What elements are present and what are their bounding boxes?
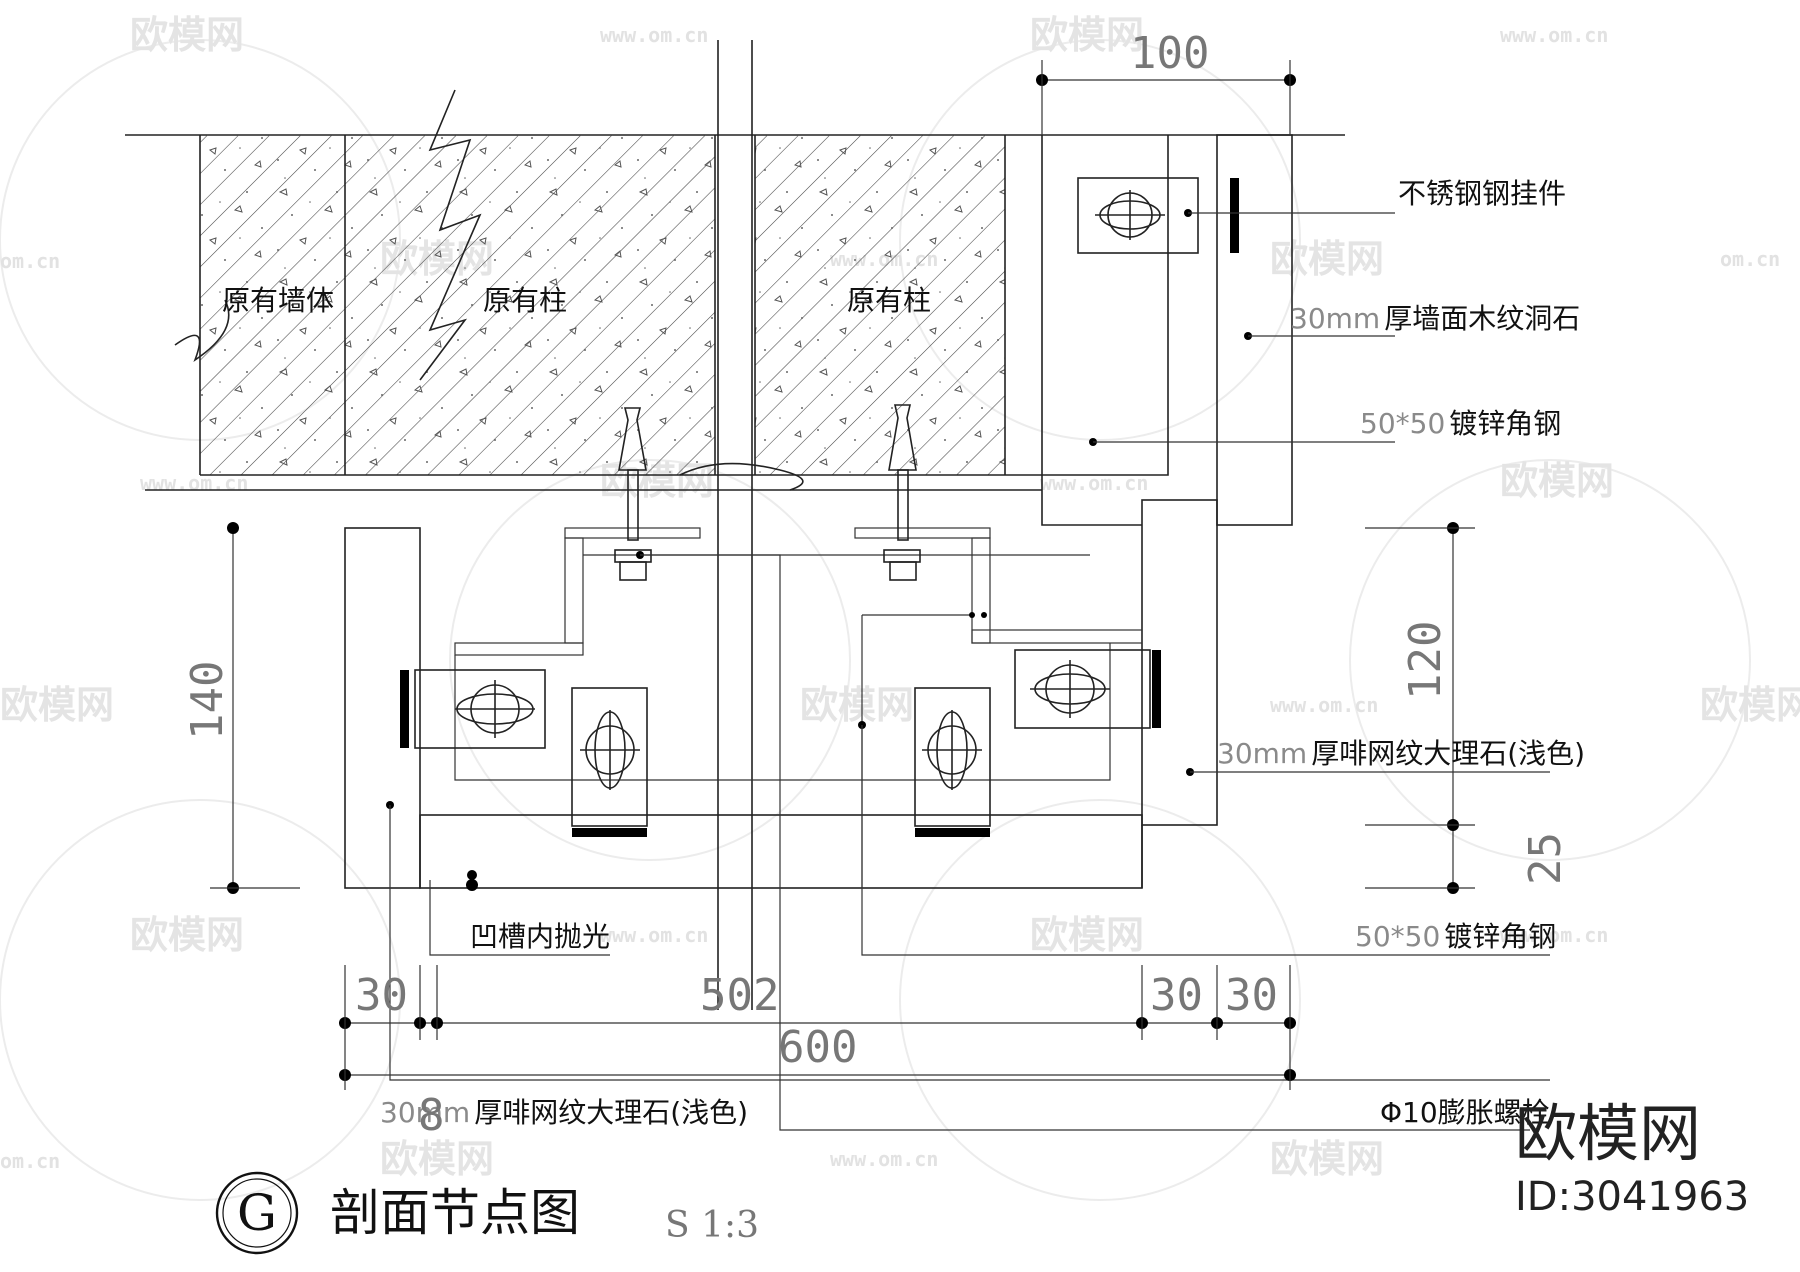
watermark-brand: 欧模网 (1270, 1137, 1384, 1181)
detail-marker-letter: G (237, 1184, 277, 1242)
break-line-top (419, 89, 482, 381)
hanger-top-right (1077, 177, 1239, 254)
label-groove: 凹槽内抛光 (470, 920, 610, 953)
marble-cladding (344, 527, 1143, 889)
watermark-url: www.om.cn (1270, 693, 1378, 717)
angle-frame-line (1041, 135, 1142, 526)
watermark-url: www.om.cn (830, 1147, 938, 1171)
label-bolt: Φ10膨胀螺栓 (1380, 1096, 1550, 1129)
angle-steel-frame (419, 527, 1143, 888)
watermark-brand: 欧模网 (800, 683, 914, 727)
dim-top-width: 100 (1130, 28, 1209, 79)
label-existing-wall: 原有墙体 (222, 284, 334, 317)
watermark-url-fragment: om.cn (0, 1149, 60, 1173)
dim-right-upper: 120 (1400, 621, 1451, 700)
dim-overall: 600 (778, 1022, 857, 1073)
label-wall-stone-mm: 30mm (1290, 302, 1380, 335)
hanger-center-right (914, 687, 991, 837)
watermark-brand: 欧模网 (1700, 683, 1800, 727)
drawing-scale: S 1:3 (665, 1205, 759, 1246)
watermark-brand: 欧模网 (1270, 237, 1384, 281)
label-wall-stone-text: 厚墙面木纹洞石 (1384, 302, 1580, 335)
label-stainless-hanger: 不锈钢钢挂件 (1398, 177, 1566, 210)
dim-bottom-right-1: 30 (1150, 970, 1203, 1021)
watermark-brand: 欧模网 (0, 683, 114, 727)
watermark-brand: 欧模网 (1030, 913, 1144, 957)
label-angle-steel-bottom-size: 50*50 (1355, 920, 1440, 953)
existing-column-right-concrete (755, 135, 1005, 475)
logo-brand: 欧模网 (1515, 1097, 1701, 1170)
logo-id: ID:3041963 (1515, 1174, 1749, 1220)
existing-wall-left-concrete (200, 135, 715, 475)
bolt-right (883, 404, 921, 581)
watermark-brand: 欧模网 (130, 13, 244, 57)
label-marble-right-mm: 30mm (1217, 737, 1307, 770)
break-line-left (174, 299, 230, 363)
dim-right-lower: 25 (1520, 832, 1571, 885)
existing-structure (125, 40, 1345, 1010)
watermark-url: www.om.cn (600, 923, 708, 947)
dimension-lines (210, 60, 1475, 1090)
angle-frame-line (1042, 135, 1169, 476)
expansion-bolts (614, 404, 921, 581)
watermark-brand: 欧模网 (380, 1137, 494, 1181)
label-marble-bottom-mm: 30mm (380, 1096, 470, 1129)
watermark-brand: 欧模网 (1030, 13, 1144, 57)
frame-line (454, 643, 1111, 781)
drawing-title: 剖面节点图 (330, 1184, 580, 1242)
label-existing-column-2: 原有柱 (847, 284, 931, 317)
dim-left-height: 140 (182, 661, 233, 740)
label-existing-column-1: 原有柱 (483, 284, 567, 317)
hanger-center-left (571, 687, 648, 837)
watermark-brand: 欧模网 (130, 913, 244, 957)
logo: 欧模网 ID:3041963 (1515, 1097, 1749, 1220)
dimension-text: 100 140 120 25 30 8 502 30 30 600 (182, 28, 1571, 1141)
hanger-left (400, 669, 546, 749)
watermark-url: www.om.cn (600, 23, 708, 47)
bolt-left (614, 407, 652, 581)
title-block: G 剖面节点图 S 1:3 (215, 1171, 759, 1255)
dim-bottom-right-2: 30 (1225, 970, 1278, 1021)
watermark-url-fragment: om.cn (1720, 247, 1780, 271)
break-line-center (679, 462, 804, 491)
watermark-url: www.om.cn (1500, 23, 1608, 47)
watermark-url: www.om.cn (1500, 923, 1608, 947)
watermark-url-fragment: om.cn (0, 249, 60, 273)
marble-soffit (419, 814, 1143, 889)
dim-bottom-small: 8 (418, 1090, 445, 1141)
dim-bottom-center: 502 (700, 970, 779, 1021)
label-angle-steel-top-text: 镀锌角钢 (1449, 407, 1561, 440)
label-angle-steel-bottom-text: 镀锌角钢 (1444, 920, 1556, 953)
hanger-right (1014, 649, 1161, 729)
label-marble-right-text: 厚啡网纹大理石(浅色) (1311, 737, 1585, 770)
hanger-plates (400, 177, 1239, 837)
wall-stone-right (1041, 134, 1293, 826)
leaders (386, 209, 1550, 1131)
watermark-brand: 欧模网 (1500, 459, 1614, 503)
label-marble-bottom-text: 厚啡网纹大理石(浅色) (474, 1096, 748, 1129)
dim-bottom-left: 30 (355, 970, 408, 1021)
detail-marker-circle (215, 1171, 299, 1255)
label-angle-steel-top-size: 50*50 (1360, 407, 1445, 440)
